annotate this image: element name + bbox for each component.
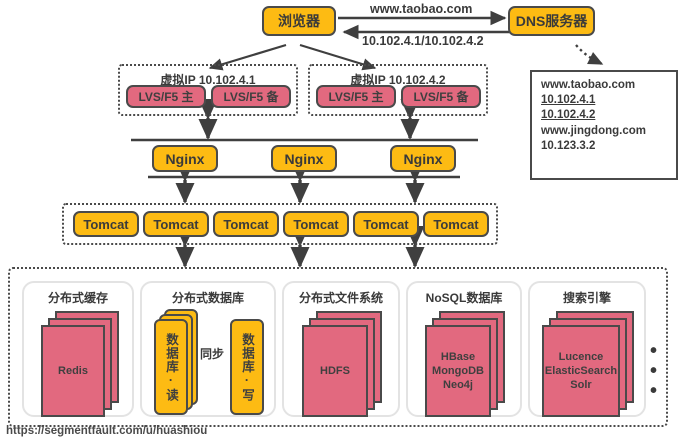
browser-label: 浏览器	[278, 13, 320, 29]
redis-label: Redis	[58, 364, 88, 377]
nginx-node-2[interactable]: Nginx	[271, 145, 337, 172]
nginx-node-label: Nginx	[284, 150, 324, 167]
db-write-card[interactable]: 数据库·写	[230, 319, 264, 415]
dns-server-label: DNS服务器	[515, 13, 588, 29]
tomcat-node-1[interactable]: Tomcat	[73, 211, 139, 237]
tomcat-node-label: Tomcat	[363, 216, 409, 232]
vip-group-1-title: 虚拟IP 10.102.4.1	[160, 73, 256, 87]
tomcat-node-label: Tomcat	[153, 216, 199, 232]
panel-title: 分布式文件系统	[298, 291, 383, 305]
tomcat-node-5[interactable]: Tomcat	[353, 211, 419, 237]
nginx-node-3[interactable]: Nginx	[390, 145, 456, 172]
panel-distributed-database[interactable]: 分布式数据库 数据库·读 数据库·写 同步	[140, 281, 276, 417]
tomcat-node-label: Tomcat	[83, 216, 129, 232]
dns-record-line: 10.102.4.2	[541, 109, 596, 122]
panel-distributed-filesystem[interactable]: 分布式文件系统 HDFS	[282, 281, 400, 417]
tomcat-node-label: Tomcat	[293, 216, 339, 232]
db-sync-label: 同步	[200, 347, 225, 361]
panel-title: 分布式数据库	[171, 291, 244, 305]
tomcat-node-4[interactable]: Tomcat	[283, 211, 349, 237]
dns-record-line: 10.102.4.1	[541, 94, 596, 107]
dns-response-label: 10.102.4.1/10.102.4.2	[362, 34, 484, 48]
vip-group-1: 虚拟IP 10.102.4.1	[118, 64, 298, 116]
lvs-node-master-2[interactable]: LVS/F5 主	[316, 85, 396, 108]
tomcat-group	[62, 203, 498, 245]
storage-section: 分布式缓存 Redis 分布式数据库 数据库·读 数据库·写 同步 分布式文件系…	[8, 267, 668, 427]
db-read-label: 数据库·读	[164, 332, 178, 402]
hdfs-label: HDFS	[320, 364, 350, 377]
panel-title: NoSQL数据库	[425, 291, 503, 305]
lvs-node-backup-1[interactable]: LVS/F5 备	[211, 85, 291, 108]
tomcat-node-2[interactable]: Tomcat	[143, 211, 209, 237]
nginx-node-1[interactable]: Nginx	[152, 145, 218, 172]
vip-group-2: 虚拟IP 10.102.4.2	[308, 64, 488, 116]
dns-record-line: 10.123.3.2	[541, 139, 596, 152]
db-write-label: 数据库·写	[240, 332, 254, 402]
browser-node[interactable]: 浏览器	[262, 6, 336, 36]
nginx-node-label: Nginx	[165, 150, 205, 167]
dns-request-label: www.taobao.com	[370, 2, 473, 16]
lvs-node-master-1[interactable]: LVS/F5 主	[126, 85, 206, 108]
hdfs-card-front[interactable]: HDFS	[302, 325, 368, 417]
storage-ellipsis: • • •	[650, 340, 660, 402]
panel-title: 搜索引擎	[562, 291, 611, 305]
watermark-url: https://segmentfault.com/u/huashiou	[6, 425, 208, 437]
dns-server-node[interactable]: DNS服务器	[508, 6, 595, 36]
tomcat-node-6[interactable]: Tomcat	[423, 211, 489, 237]
lvs-node-label: LVS/F5 主	[328, 89, 384, 104]
panel-title: 分布式缓存	[47, 291, 108, 305]
arrow-dns-to-records	[575, 44, 604, 66]
tomcat-node-label: Tomcat	[433, 216, 479, 232]
nginx-node-label: Nginx	[403, 150, 443, 167]
lvs-node-label: LVS/F5 备	[413, 89, 469, 104]
lvs-node-label: LVS/F5 备	[223, 89, 279, 104]
dns-records-box: www.taobao.com 10.102.4.1 10.102.4.2 www…	[530, 70, 678, 180]
lvs-node-backup-2[interactable]: LVS/F5 备	[401, 85, 481, 108]
dns-record-line: www.jingdong.com	[541, 124, 646, 137]
lvs-node-label: LVS/F5 主	[138, 89, 194, 104]
db-read-card-front[interactable]: 数据库·读	[154, 319, 188, 415]
redis-card-front[interactable]: Redis	[41, 325, 105, 417]
tomcat-node-label: Tomcat	[223, 216, 269, 232]
tomcat-node-3[interactable]: Tomcat	[213, 211, 279, 237]
panel-distributed-cache[interactable]: 分布式缓存 Redis	[22, 281, 134, 417]
dns-record-line: www.taobao.com	[541, 79, 636, 91]
vip-group-2-title: 虚拟IP 10.102.4.2	[350, 73, 446, 87]
